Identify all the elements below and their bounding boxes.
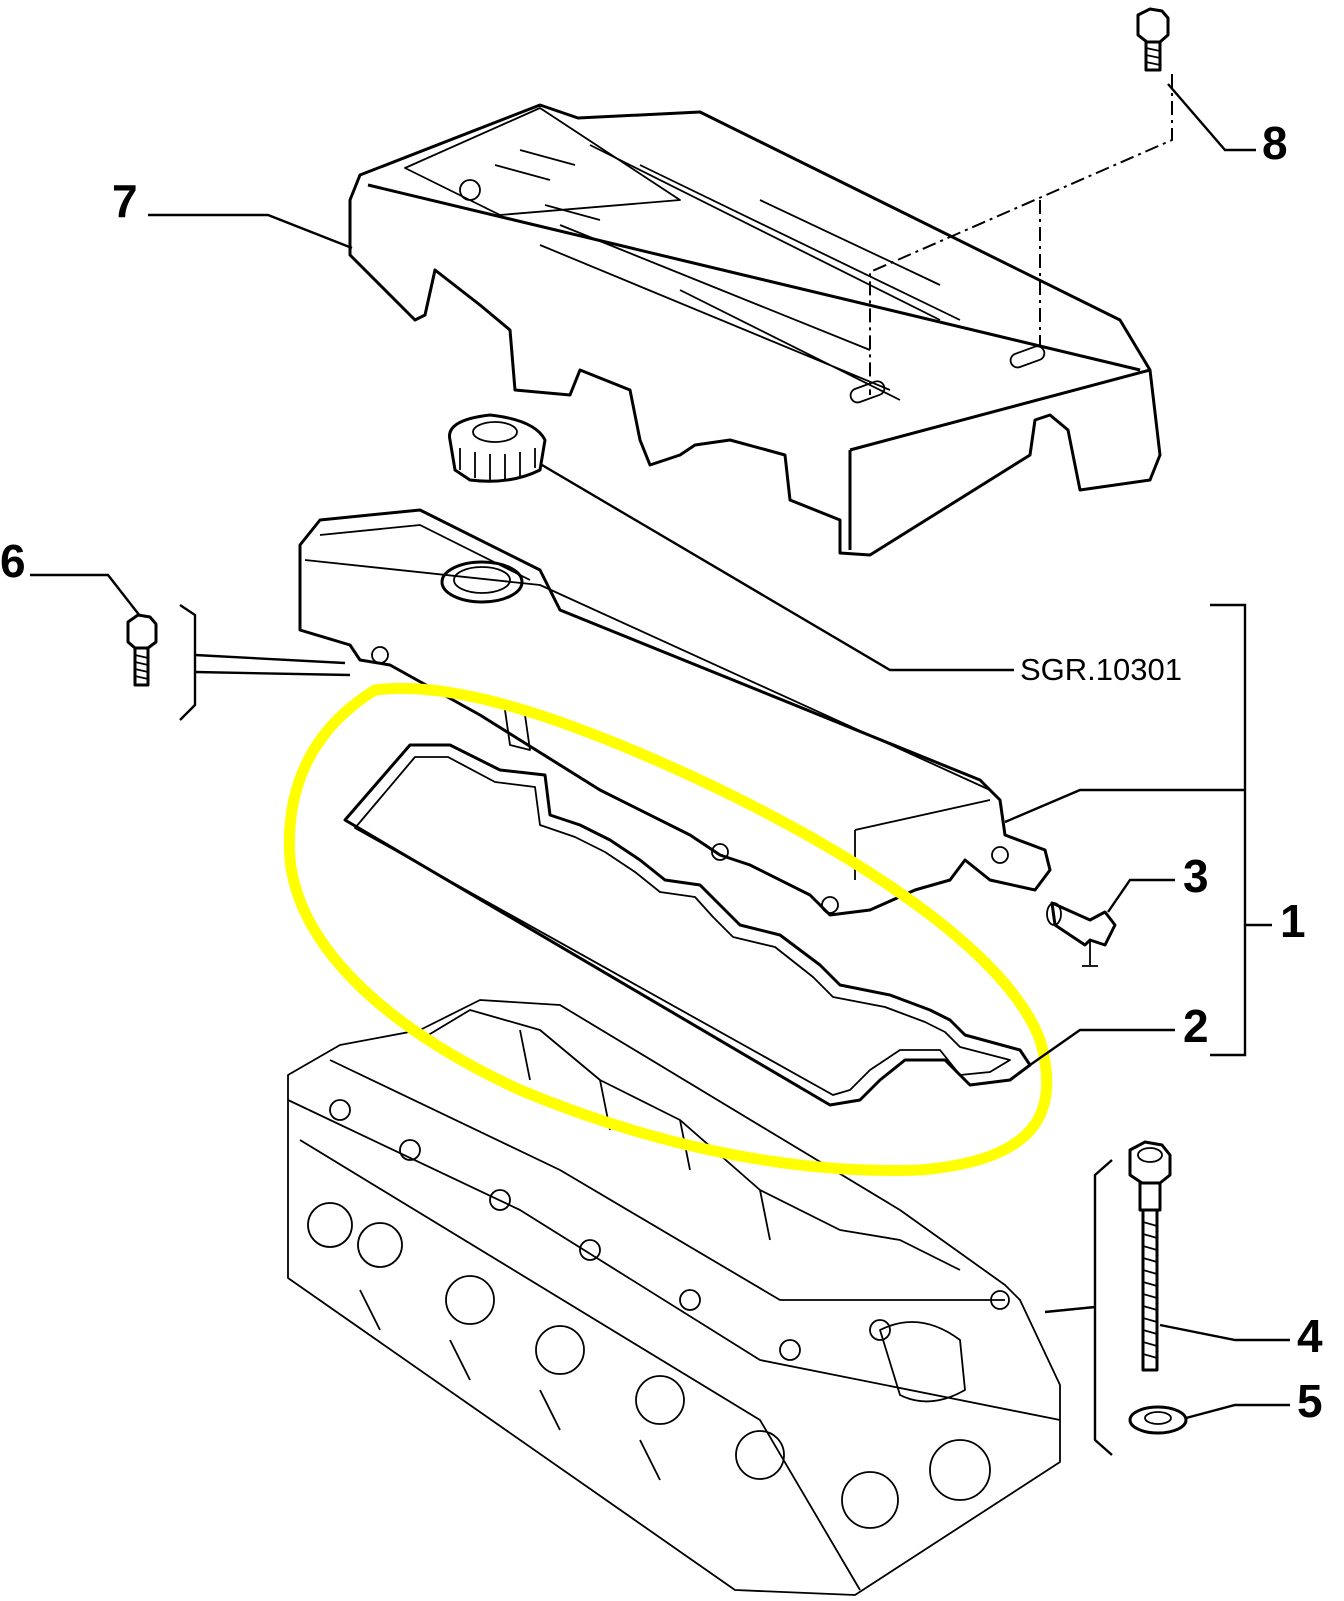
callout-4: 4	[1297, 1310, 1323, 1362]
oil-filler-cap	[448, 413, 547, 483]
cylinder-head	[287, 999, 1061, 1596]
washer-5	[1128, 1405, 1188, 1435]
valve-cover-gasket	[343, 743, 1032, 1107]
callout-6: 6	[0, 535, 26, 587]
reference-code: SGR.10301	[1020, 652, 1182, 687]
stud-bolt-4	[1128, 1140, 1172, 1372]
leader-lines	[30, 74, 1290, 1456]
callout-8: 8	[1262, 117, 1288, 169]
bolt-8	[1136, 7, 1170, 72]
sensor	[1046, 901, 1117, 967]
callout-5: 5	[1297, 1375, 1323, 1427]
highlight-ring	[283, 682, 1053, 1176]
engine-cover	[348, 103, 1162, 557]
bolt-6	[126, 613, 158, 687]
callout-7: 7	[112, 175, 138, 227]
callout-3: 3	[1183, 850, 1209, 902]
valve-cover	[298, 508, 1052, 917]
callout-2: 2	[1183, 1000, 1209, 1052]
callout-1: 1	[1280, 895, 1306, 947]
